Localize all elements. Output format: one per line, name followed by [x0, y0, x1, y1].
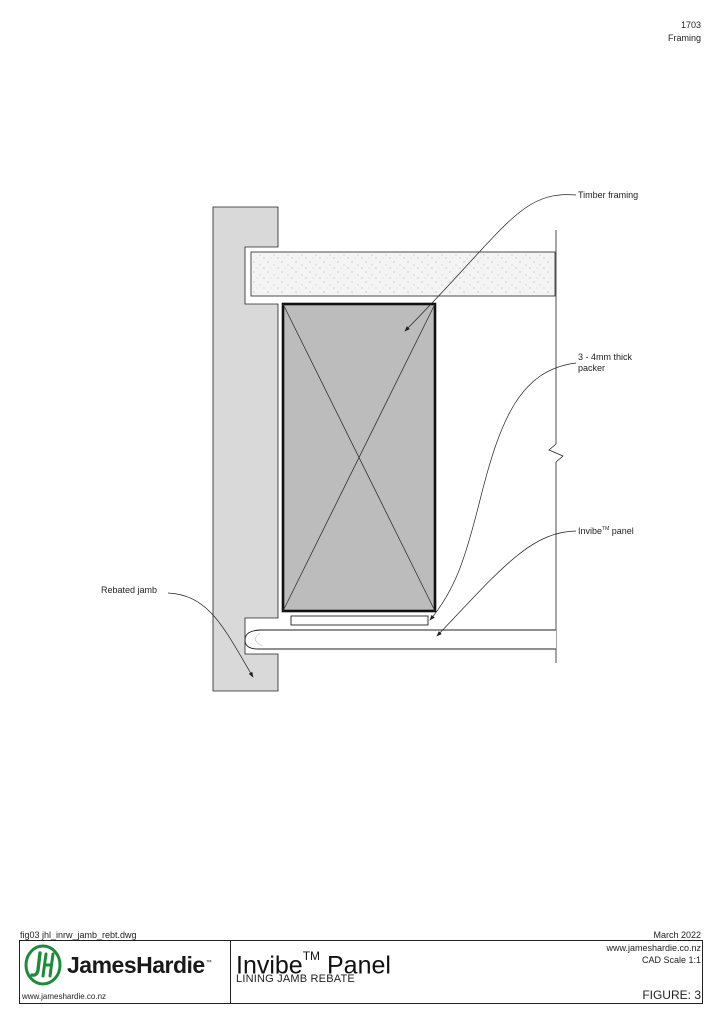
product-title: InvibeTM Panel: [236, 946, 391, 979]
product-suffix: Panel: [320, 951, 391, 980]
callout-invibe-panel: InvibeTM panel: [578, 524, 634, 537]
callout-packer-line1: 3 - 4mm thick: [578, 352, 633, 362]
product-name: Invibe: [236, 951, 303, 980]
lining-texture: [253, 254, 553, 294]
title-block-info-cell: [230, 940, 703, 1004]
leader-timber-framing: [404, 194, 577, 332]
callout-invibe-tm: TM: [602, 526, 610, 532]
callout-invibe-text: Invibe: [578, 526, 603, 536]
brand-wordmark: JamesHardie™: [67, 952, 212, 979]
stud-cross-line-b: [282, 303, 436, 612]
drawing-subtitle: LINING JAMB REBATE: [236, 973, 355, 985]
issue-date: March 2022: [653, 930, 701, 940]
leader-packer: [429, 362, 577, 621]
leader-rebated-jamb: [167, 592, 254, 678]
packer: [290, 615, 429, 626]
section-title: Framing: [667, 33, 701, 43]
jameshardie-jh-logo-icon: [24, 944, 62, 986]
figure-number: FIGURE: 3: [642, 988, 701, 1002]
invibe-panel: [244, 629, 556, 650]
callout-timber-framing: Timber framing: [578, 190, 639, 200]
doc-number: 1703: [680, 20, 701, 30]
file-name: fig03 jhl_inrw_jamb_rebt.dwg: [20, 930, 137, 940]
leader-invibe-panel: [436, 530, 577, 637]
panel-edge-detail: [255, 632, 263, 647]
rebated-jamb-shape: [212, 206, 279, 692]
brand-name: JamesHardie: [67, 952, 205, 978]
product-tm: TM: [302, 949, 321, 963]
website-left: www.jameshardie.co.nz: [22, 992, 107, 1001]
callout-packer-line2: packer: [578, 363, 606, 373]
brand-tm: ™: [205, 960, 212, 967]
break-line: [548, 230, 564, 663]
website-right: www.jameshardie.co.nz: [606, 943, 701, 953]
cad-scale: CAD Scale 1:1: [641, 955, 701, 965]
callout-rebated-jamb: Rebated jamb: [101, 585, 158, 595]
callout-invibe-suffix: panel: [609, 526, 634, 536]
